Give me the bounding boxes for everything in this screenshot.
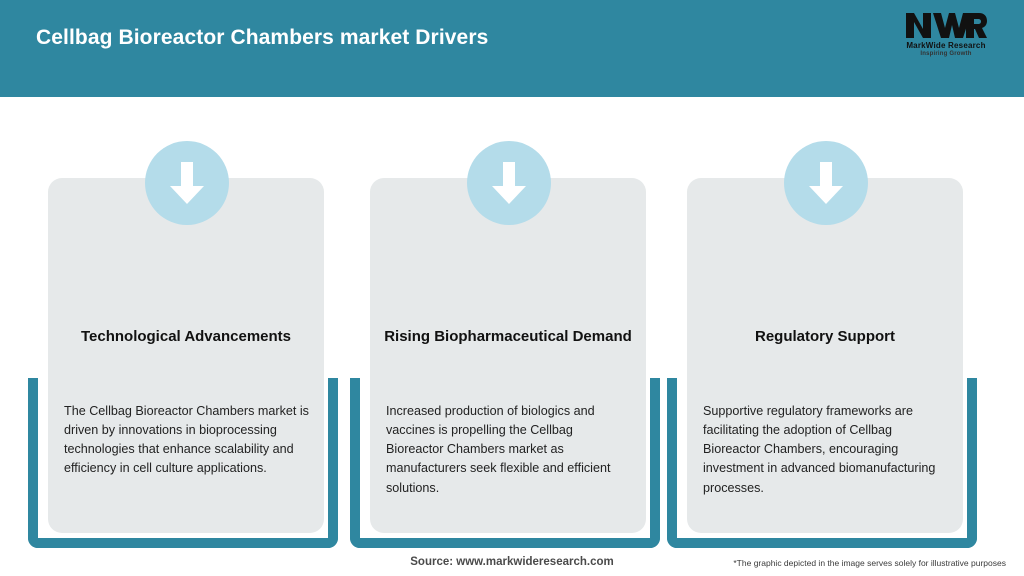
arrow-down-icon-badge bbox=[784, 141, 868, 225]
driver-card-2: Rising Biopharmaceutical Demand Increase… bbox=[350, 97, 668, 552]
driver-card-3: Regulatory Support Supportive regulatory… bbox=[667, 97, 985, 552]
mwr-logo-icon bbox=[906, 13, 987, 38]
header-bar: Cellbag Bioreactor Chambers market Drive… bbox=[0, 0, 1024, 97]
card-surface[interactable]: Rising Biopharmaceutical Demand Increase… bbox=[370, 178, 646, 533]
card-body: The Cellbag Bioreactor Chambers market i… bbox=[64, 404, 309, 476]
logo-tagline: Inspiring Growth bbox=[920, 51, 972, 57]
card-frame bbox=[667, 378, 977, 548]
card-title: Rising Biopharmaceutical Demand bbox=[384, 328, 632, 345]
arrow-down-icon-badge bbox=[467, 141, 551, 225]
arrow-down-icon bbox=[809, 162, 843, 204]
card-surface[interactable]: Technological Advancements The Cellbag B… bbox=[48, 178, 324, 533]
card-surface[interactable]: Regulatory Support Supportive regulatory… bbox=[687, 178, 963, 533]
card-frame bbox=[28, 378, 338, 548]
card-body: Supportive regulatory frameworks are fac… bbox=[703, 404, 936, 495]
brand-logo: MarkWide Research Inspiring Growth bbox=[890, 10, 1002, 66]
disclaimer-label: *The graphic depicted in the image serve… bbox=[733, 558, 1006, 568]
source-label: Source: www.markwideresearch.com bbox=[410, 556, 614, 568]
card-body: Increased production of biologics and va… bbox=[386, 404, 611, 495]
page-title: Cellbag Bioreactor Chambers market Drive… bbox=[36, 26, 489, 49]
card-frame bbox=[350, 378, 660, 548]
logo-company-name: MarkWide Research bbox=[906, 41, 986, 50]
driver-card-1: Technological Advancements The Cellbag B… bbox=[28, 97, 346, 552]
arrow-down-icon bbox=[170, 162, 204, 204]
card-title: Regulatory Support bbox=[754, 328, 895, 345]
arrow-down-icon-badge bbox=[145, 141, 229, 225]
drivers-card-row: Technological Advancements The Cellbag B… bbox=[0, 97, 1024, 552]
arrow-down-icon bbox=[492, 162, 526, 204]
card-title: Technological Advancements bbox=[80, 328, 292, 345]
